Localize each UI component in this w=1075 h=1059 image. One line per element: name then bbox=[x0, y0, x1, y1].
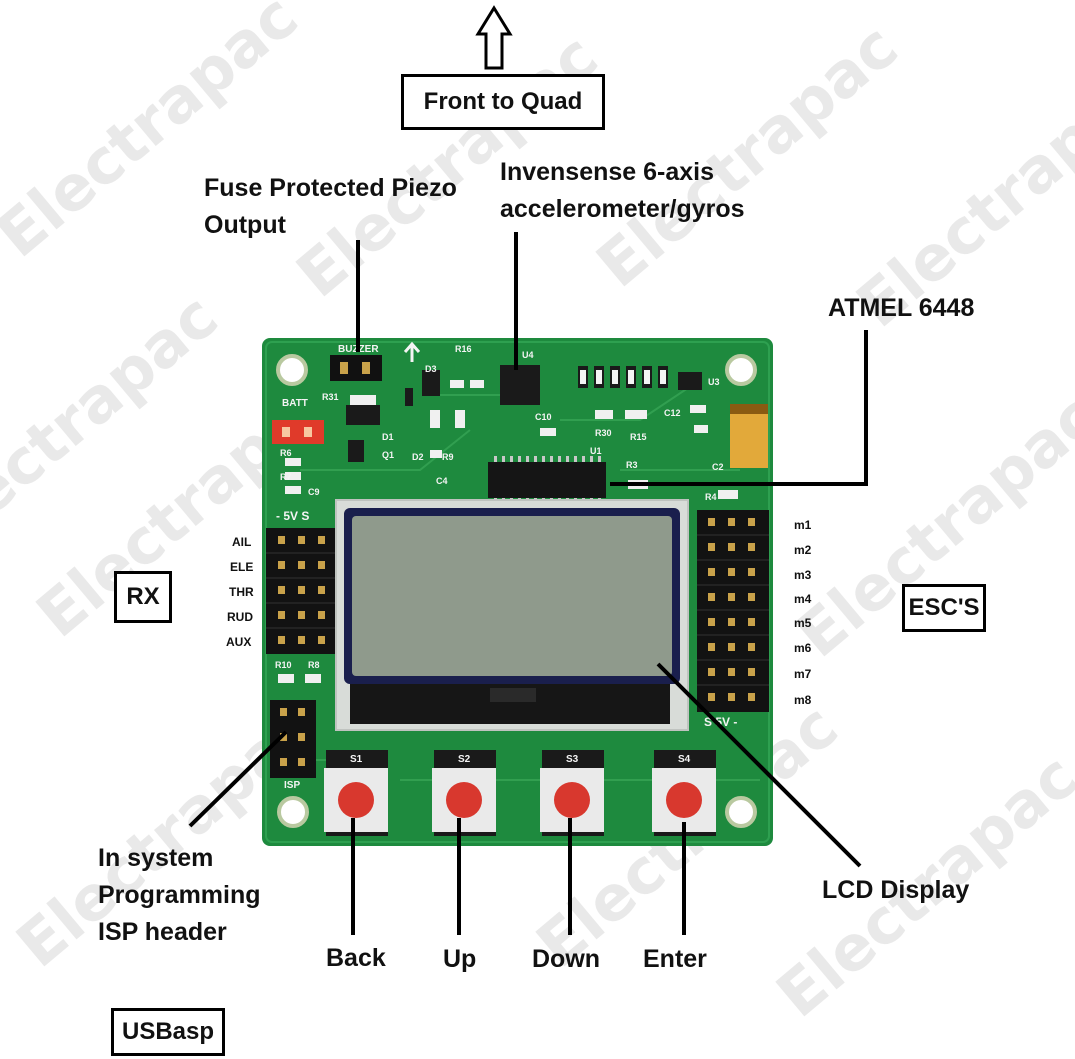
button-s2: S2 bbox=[432, 750, 496, 836]
motor-pin-label: m5 bbox=[794, 616, 812, 630]
lcd-display bbox=[335, 499, 689, 731]
rx-header bbox=[266, 528, 336, 654]
rx-pin-label: ELE bbox=[230, 560, 253, 574]
leader-lines bbox=[188, 232, 868, 935]
svg-text:D1: D1 bbox=[382, 432, 394, 442]
motor-pin-label: m7 bbox=[794, 667, 812, 681]
motor-pin-label: m8 bbox=[794, 693, 812, 707]
motor-pin-labels: m1 m2 m3 m4 m5 m6 m7 m8 bbox=[794, 518, 812, 707]
rx-label: RX bbox=[114, 571, 172, 623]
svg-text:D3: D3 bbox=[425, 364, 437, 374]
piezo-callout: Fuse Protected Piezo Output bbox=[204, 170, 457, 244]
svg-text:S2: S2 bbox=[458, 754, 471, 765]
motor-pin-label: m4 bbox=[794, 592, 812, 606]
batt-silk: BATT bbox=[282, 398, 308, 409]
imu-chip bbox=[500, 365, 540, 405]
atmel-chip bbox=[488, 462, 606, 498]
front-to-quad-label: Front to Quad bbox=[401, 74, 605, 130]
svg-text:R8: R8 bbox=[308, 660, 320, 670]
button-s4: S4 bbox=[652, 750, 716, 836]
svg-text:S4: S4 bbox=[678, 754, 691, 765]
rx-pin-label: RUD bbox=[227, 610, 253, 624]
imu-callout-line2: accelerometer/gyros bbox=[500, 195, 745, 223]
svg-text:R10: R10 bbox=[275, 660, 292, 670]
motor-header bbox=[697, 510, 769, 712]
button-s1: S1 bbox=[324, 750, 388, 836]
motor-pin-label: m3 bbox=[794, 568, 812, 582]
motor-pin-label: m6 bbox=[794, 641, 812, 655]
mounting-holes bbox=[276, 354, 757, 828]
imu-callout: Invensense 6-axis accelerometer/gyros bbox=[500, 154, 745, 228]
u3-silk: U3 bbox=[708, 377, 720, 387]
isp-callout-line3: ISP header bbox=[98, 918, 227, 946]
svg-text:R9: R9 bbox=[442, 452, 454, 462]
back-button-label: Back bbox=[326, 944, 386, 972]
button-s3: S3 bbox=[540, 750, 604, 836]
rx-pin-label: AUX bbox=[226, 635, 251, 649]
svg-text:R31: R31 bbox=[322, 392, 339, 402]
isp-callout-line1: In system bbox=[98, 844, 214, 872]
esc-label: ESC'S bbox=[902, 584, 986, 632]
svg-text:C12: C12 bbox=[664, 408, 681, 418]
atmel-callout: ATMEL 6448 bbox=[828, 294, 975, 322]
svg-text:S3: S3 bbox=[566, 754, 579, 765]
rx-pin-labels: AIL ELE THR RUD AUX bbox=[226, 535, 254, 649]
isp-callout-line2: Programming bbox=[98, 881, 261, 909]
rx-pin-label: THR bbox=[229, 585, 254, 599]
c2-silk: C2 bbox=[712, 462, 724, 472]
down-button-label: Down bbox=[532, 945, 601, 973]
svg-text:ISP: ISP bbox=[284, 780, 300, 791]
svg-text:C10: C10 bbox=[535, 412, 552, 422]
svg-text:R7: R7 bbox=[280, 472, 292, 482]
motor-pin-label: m1 bbox=[794, 518, 812, 532]
rx-pin-label: AIL bbox=[232, 535, 251, 549]
u4-silk: U4 bbox=[522, 350, 534, 360]
front-arrow-icon bbox=[475, 5, 513, 70]
enter-button-label: Enter bbox=[643, 945, 707, 973]
svg-text:R16: R16 bbox=[455, 344, 472, 354]
svg-text:R15: R15 bbox=[630, 432, 647, 442]
svg-text:D2: D2 bbox=[412, 452, 424, 462]
usbasp-label: USBasp bbox=[111, 1008, 225, 1056]
tantalum-capacitor bbox=[730, 404, 768, 468]
svg-text:- 5V S: - 5V S bbox=[276, 509, 309, 523]
silkscreen-labels: R16 R31 D3 D1 Q1 D2 R9 C4 R6 R7 C9 C10 R… bbox=[275, 344, 737, 791]
svg-text:C9: C9 bbox=[308, 487, 320, 497]
svg-text:R30: R30 bbox=[595, 428, 612, 438]
svg-text:C4: C4 bbox=[436, 476, 448, 486]
svg-text:R3: R3 bbox=[626, 460, 638, 470]
u1-silk: U1 bbox=[590, 446, 602, 456]
svg-text:S1: S1 bbox=[350, 754, 363, 765]
up-button-label: Up bbox=[443, 945, 477, 973]
isp-callout: In system Programming ISP header bbox=[98, 840, 261, 951]
piezo-callout-line2: Output bbox=[204, 211, 286, 239]
lcd-callout: LCD Display bbox=[822, 876, 970, 904]
svg-text:R6: R6 bbox=[280, 448, 292, 458]
batt-header: BATT bbox=[272, 398, 324, 444]
motor-pin-label: m2 bbox=[794, 543, 812, 557]
svg-text:R4: R4 bbox=[705, 492, 717, 502]
svg-text:Q1: Q1 bbox=[382, 450, 394, 460]
piezo-callout-line1: Fuse Protected Piezo bbox=[204, 174, 457, 202]
imu-callout-line1: Invensense 6-axis bbox=[500, 158, 715, 186]
